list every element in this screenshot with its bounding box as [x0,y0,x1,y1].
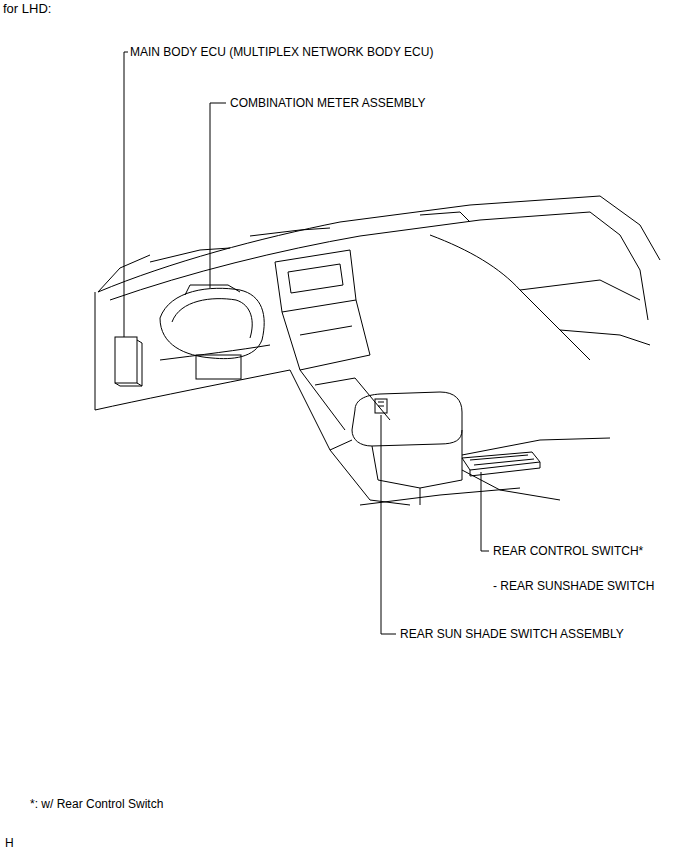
note: *: w/ Rear Control Switch [30,797,163,811]
part-name: REAR SUN SHADE SWITCH ASSEMBLY [400,627,624,641]
part-name: COMBINATION METER ASSEMBLY [230,96,426,110]
heading: for LHD: [3,1,51,16]
part-name: MAIN BODY ECU (MULTIPLEX NETWORK BODY EC… [130,45,433,59]
part-name: REAR CONTROL SWITCH* [493,544,643,558]
watermark: H [5,836,14,850]
part-name: - REAR SUNSHADE SWITCH [493,579,654,593]
